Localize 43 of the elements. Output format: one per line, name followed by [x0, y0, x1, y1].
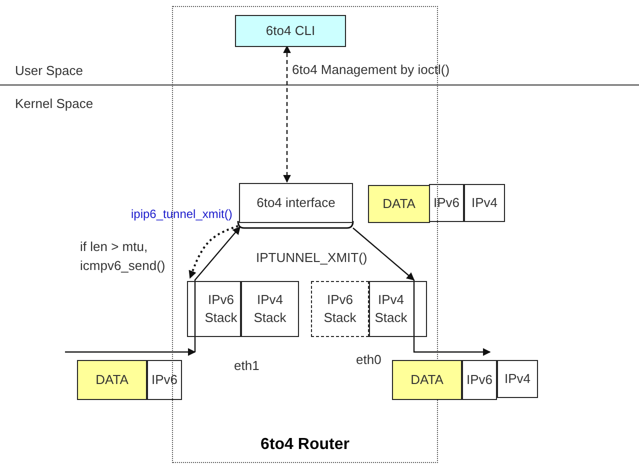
stack-box: [369, 281, 427, 337]
region-label: User Space: [15, 63, 83, 78]
port-label: eth1: [234, 358, 260, 373]
arrow: [188, 225, 238, 279]
node-label: IPv6: [151, 371, 178, 389]
arrow: [352, 228, 415, 281]
packet-field: [147, 360, 182, 400]
node-label: IPv6 Stack: [323, 291, 357, 327]
edge-label: if len > mtu, icmpv6_send(): [80, 238, 166, 275]
region-label: Kernel Space: [15, 96, 94, 111]
stack-box: [311, 281, 369, 337]
node-label: IPv6: [466, 371, 492, 389]
packet-field: [497, 360, 538, 398]
arrow: [283, 45, 291, 183]
cli-box: [235, 15, 346, 47]
packet-field: [462, 360, 497, 400]
node-label: DATA: [382, 195, 416, 213]
packet-field: [77, 360, 147, 400]
node-label: IPv6: [433, 194, 460, 212]
stack-box: [187, 281, 241, 337]
packet-field: [392, 360, 462, 400]
node-label: 6to4 interface: [256, 194, 336, 212]
node-label: 6to4 CLI: [266, 22, 316, 40]
router-title: 6to4 Router: [260, 435, 350, 456]
arrow: [194, 226, 241, 352]
node-label: IPv4 Stack: [374, 291, 408, 327]
function-label: ipip6_tunnel_xmit(): [131, 207, 232, 221]
arrow: [413, 280, 491, 356]
edge-label: IPTUNNEL_XMIT(): [256, 250, 368, 265]
node-label: DATA: [410, 371, 444, 389]
node-label: IPv6 Stack: [204, 291, 238, 327]
interface-box: [239, 183, 353, 223]
port-label: eth0: [356, 352, 382, 367]
arrow: [65, 348, 196, 356]
packet-field: [464, 184, 505, 222]
packet-field: [368, 185, 430, 223]
packet-field: [429, 184, 464, 222]
stack-box: [241, 281, 299, 337]
edge-label: 6to4 Management by ioctl(): [292, 62, 450, 77]
node-label: DATA: [96, 371, 128, 389]
node-label: IPv4: [471, 194, 498, 212]
node-label: IPv4: [504, 370, 530, 388]
node-label: IPv4 Stack: [253, 291, 287, 327]
